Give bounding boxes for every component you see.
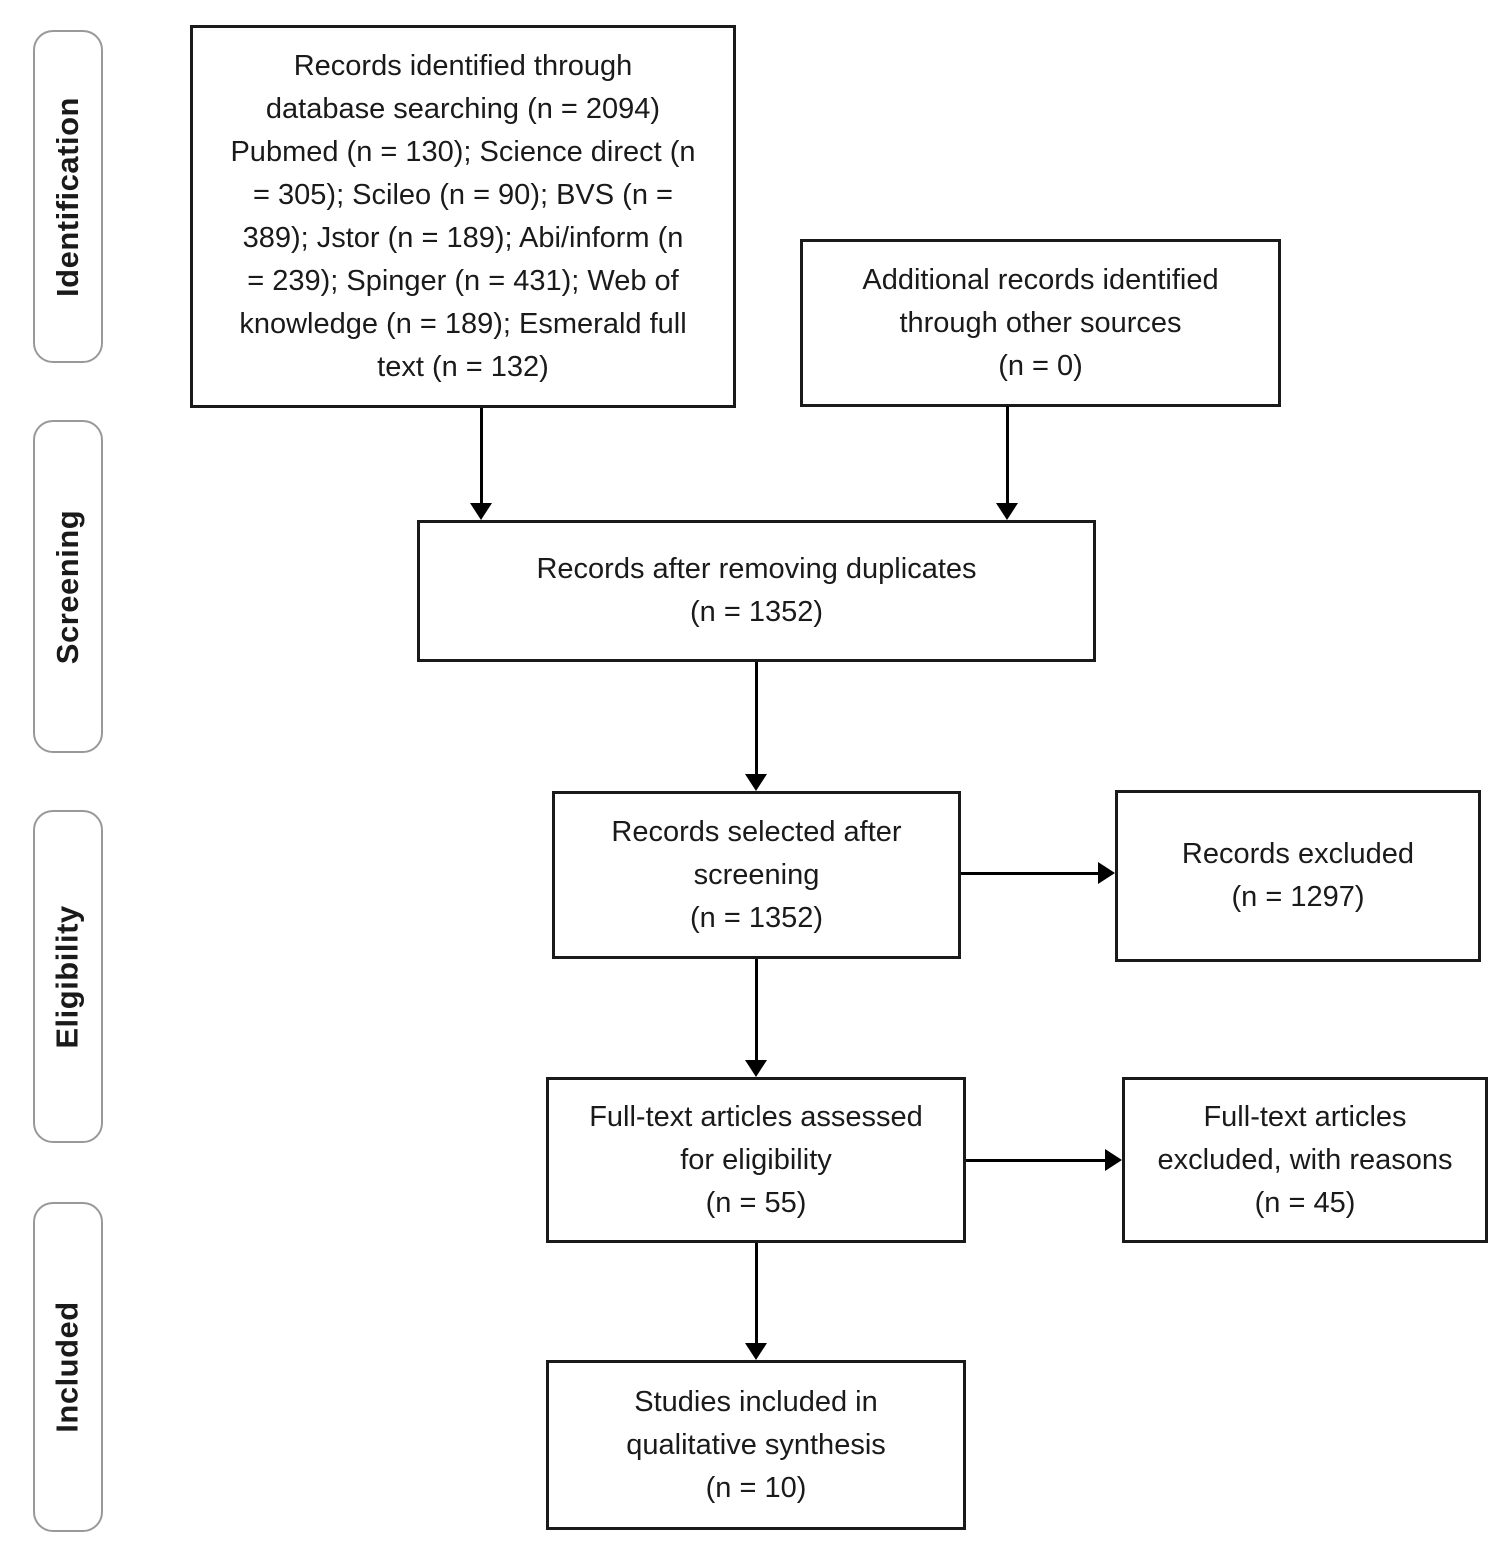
arrowhead-down-icon <box>470 503 492 520</box>
box-fulltext-articles-assessed: Full-text articles assessed for eligibil… <box>546 1077 966 1243</box>
stage-pill-screening: Screening <box>33 420 103 753</box>
arrowhead-down-icon <box>745 774 767 791</box>
arrow-shaft <box>1006 406 1009 505</box>
box-studies-included: Studies included in qualitative synthesi… <box>546 1360 966 1530</box>
box-additional-records: Additional records identified through ot… <box>800 239 1281 407</box>
arrowhead-down-icon <box>745 1343 767 1360</box>
arrowhead-right-icon <box>1105 1149 1122 1171</box>
arrowhead-right-icon <box>1098 862 1115 884</box>
arrowhead-down-icon <box>745 1060 767 1077</box>
arrow-shaft <box>755 662 758 776</box>
stage-label-included: Included <box>50 1301 86 1433</box>
arrow-shaft <box>755 1243 758 1345</box>
arrowhead-down-icon <box>996 503 1018 520</box>
arrow-shaft <box>966 1159 1107 1162</box>
box-fulltext-articles-excluded: Full-text articles excluded, with reason… <box>1122 1077 1488 1243</box>
stage-label-screening: Screening <box>50 509 86 664</box>
arrow-shaft <box>755 959 758 1062</box>
box-records-after-duplicates: Records after removing duplicates (n = 1… <box>417 520 1096 662</box>
stage-label-eligibility: Eligibility <box>50 904 86 1049</box>
arrow-shaft <box>480 408 483 505</box>
arrow-shaft <box>961 872 1100 875</box>
stage-label-identification: Identification <box>50 96 86 297</box>
box-records-selected-after-screening: Records selected after screening (n = 13… <box>552 791 961 959</box>
stage-pill-included: Included <box>33 1202 103 1532</box>
stage-pill-identification: Identification <box>33 30 103 363</box>
box-records-excluded: Records excluded (n = 1297) <box>1115 790 1481 962</box>
stage-pill-eligibility: Eligibility <box>33 810 103 1143</box>
box-records-identified: Records identified through database sear… <box>190 25 736 408</box>
